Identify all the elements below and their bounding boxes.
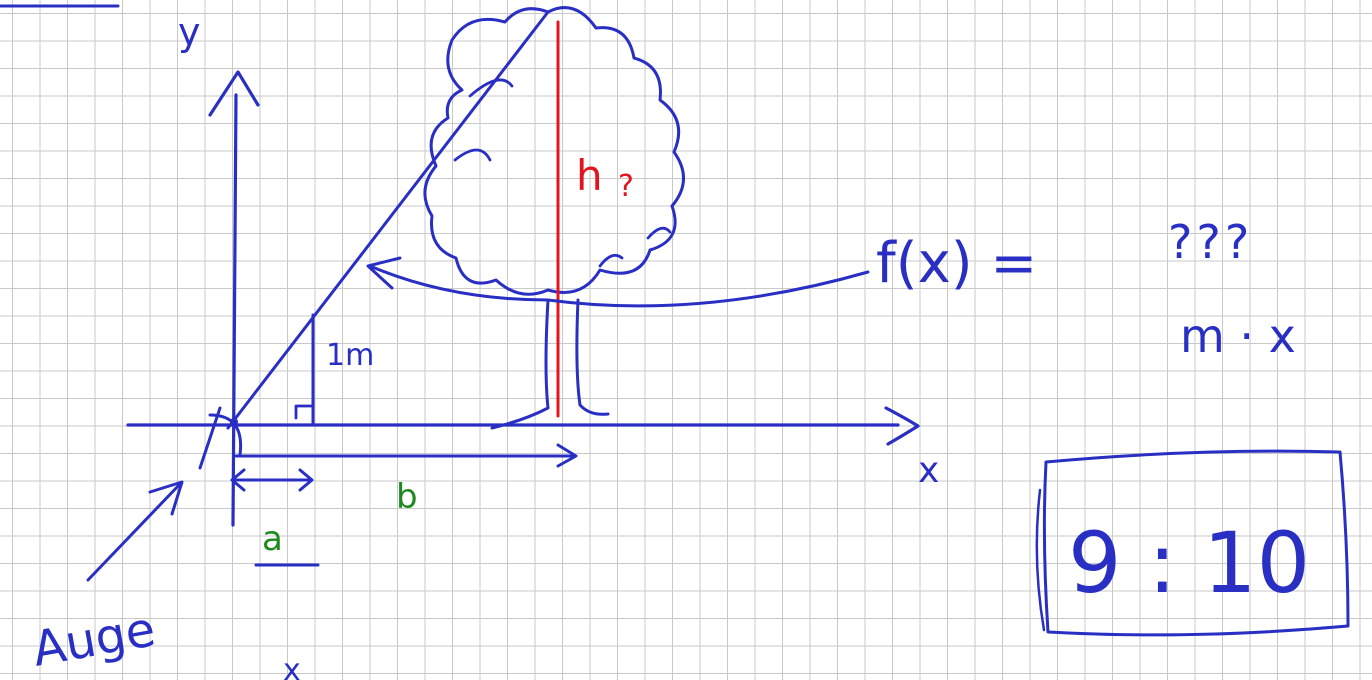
formula-pointer-arrow (366, 256, 870, 308)
ratio-label: 9 : 10 (1068, 514, 1310, 612)
x-axis (126, 406, 920, 446)
eye-label: Auge (28, 601, 159, 678)
distance-a-arrow (230, 468, 314, 492)
distance-b-arrow (234, 443, 578, 468)
origin-point (230, 418, 238, 426)
tree-sketch-icon (423, 6, 685, 430)
height-label: h (576, 151, 603, 200)
eye-pointer-arrow (86, 480, 184, 582)
y-axis-arrowhead-icon (208, 70, 260, 117)
x-axis-label: x (918, 450, 939, 491)
distance-a-label: a (262, 519, 283, 559)
y-axis (208, 70, 260, 527)
stray-mark: x (283, 653, 301, 680)
function-guess: m · x (1180, 309, 1296, 363)
ratio-box (1042, 449, 1350, 637)
tree-trunk-left (490, 298, 550, 430)
function-unknown: ??? (1168, 215, 1253, 269)
sight-line (226, 10, 550, 430)
tree-trunk-right (575, 298, 610, 416)
right-angle-mark (294, 404, 314, 420)
tree-crown (423, 6, 685, 296)
function-lhs: f(x) = (876, 231, 1037, 296)
distance-b-label: b (396, 477, 418, 517)
one-meter-label: 1m (326, 338, 374, 373)
y-axis-label: y (178, 10, 201, 54)
height-question: ? (618, 169, 634, 204)
x-axis-arrowhead-icon (884, 406, 920, 446)
